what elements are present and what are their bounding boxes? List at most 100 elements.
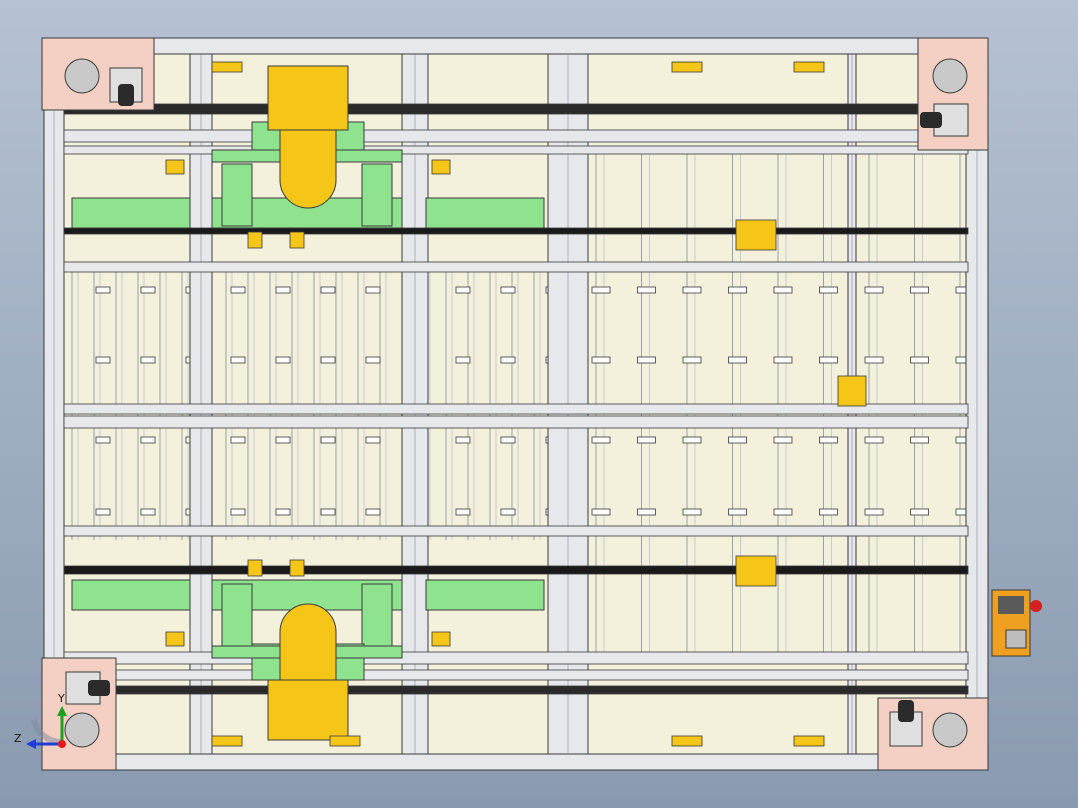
z-axis-label: Z	[14, 732, 22, 745]
roller-bearing	[320, 436, 336, 444]
yellow-block	[793, 61, 825, 73]
roller-bearing	[682, 508, 702, 516]
roller-bearing	[637, 508, 656, 516]
yellow-block	[735, 555, 777, 587]
roller-bearing	[728, 356, 747, 364]
roller-bearing	[500, 508, 516, 516]
horizontal-rail	[63, 651, 969, 665]
roller-bearing	[591, 356, 611, 364]
roller-bearing	[320, 508, 336, 516]
roller-bearing	[819, 436, 838, 444]
roller-bearing	[320, 356, 336, 364]
roller-bearing	[819, 356, 838, 364]
roller-bearing	[773, 356, 793, 364]
roller-bearing	[591, 508, 611, 516]
roller-bearing	[365, 286, 381, 294]
roller-bearing	[95, 436, 111, 444]
roller-bearing	[230, 508, 246, 516]
frame-top-beam	[43, 37, 989, 55]
yellow-block	[671, 61, 703, 73]
roller-bearing	[773, 508, 793, 516]
green-bracket-bar	[71, 579, 191, 611]
yellow-block	[165, 159, 185, 175]
yellow-block	[289, 231, 305, 249]
upper-yellow-carriage	[267, 65, 349, 209]
roller-bearing	[819, 286, 838, 294]
roller-bearing	[682, 356, 702, 364]
horizontal-rail	[63, 129, 969, 143]
yellow-block	[735, 219, 777, 251]
roller-bearing	[728, 436, 747, 444]
roller-bearing	[728, 286, 747, 294]
yellow-block	[165, 631, 185, 647]
roller-bearing	[230, 286, 246, 294]
control-box	[991, 589, 1042, 657]
roller-bearing	[773, 436, 793, 444]
roller-bearing	[275, 436, 291, 444]
yellow-block	[793, 735, 825, 747]
yellow-block	[329, 735, 361, 747]
horizontal-rail	[63, 525, 969, 537]
green-bracket-bar	[425, 579, 545, 611]
roller-bearing	[682, 286, 702, 294]
yellow-block	[431, 631, 451, 647]
roller-bearing	[140, 286, 156, 294]
roller-bearing	[365, 508, 381, 516]
roller-bearing	[455, 508, 471, 516]
roller-bearing	[910, 508, 929, 516]
roller-bearing	[910, 286, 929, 294]
roller-bearing	[910, 436, 929, 444]
lower-yellow-carriage	[267, 603, 349, 741]
y-axis-label: Y	[57, 692, 65, 705]
green-bracket-bar	[425, 197, 545, 229]
roller-bearing	[819, 508, 838, 516]
horizontal-rail	[63, 261, 969, 273]
roller-bearing	[95, 508, 111, 516]
axis-triad: Y Z	[14, 692, 67, 749]
yellow-block	[247, 559, 263, 577]
roller-bearing	[95, 286, 111, 294]
horizontal-rail	[63, 669, 969, 681]
roller-bearing	[500, 436, 516, 444]
roller-bearing	[864, 286, 884, 294]
horizontal-rail	[63, 415, 969, 429]
caster-bottom-right	[877, 697, 989, 771]
horizontal-rail	[63, 685, 969, 695]
green-bracket-plate	[221, 163, 253, 227]
yellow-block	[247, 231, 263, 249]
roller-bearing	[455, 286, 471, 294]
horizontal-rail	[63, 103, 969, 115]
caster-bottom-left	[41, 657, 117, 771]
roller-bearing	[365, 356, 381, 364]
roller-bearing	[275, 508, 291, 516]
caster-top-left	[41, 37, 155, 111]
yellow-block	[671, 735, 703, 747]
horizontal-rails	[63, 103, 969, 695]
horizontal-rail	[63, 227, 969, 235]
roller-bearing	[637, 286, 656, 294]
yellow-block	[837, 375, 867, 407]
roller-bearing	[320, 286, 336, 294]
yellow-block	[289, 559, 305, 577]
green-bracket-plate	[361, 583, 393, 647]
roller-bearing	[773, 286, 793, 294]
axis-origin-icon	[58, 740, 66, 748]
roller-bearing	[637, 356, 656, 364]
roller-bearing	[140, 508, 156, 516]
roller-bearing	[864, 356, 884, 364]
yellow-block	[431, 159, 451, 175]
green-bracket-plate	[221, 583, 253, 647]
roller-bearing	[230, 436, 246, 444]
roller-bearing	[637, 436, 656, 444]
frame-bottom-beam	[43, 753, 989, 771]
roller-bearing	[864, 436, 884, 444]
roller-bearing	[864, 508, 884, 516]
green-bracket-bar	[71, 197, 191, 229]
roller-bearing	[140, 436, 156, 444]
emergency-stop-icon	[1030, 600, 1042, 612]
horizontal-rail	[63, 145, 969, 155]
caster-top-right	[917, 37, 989, 151]
roller-bearing	[275, 356, 291, 364]
roller-bearing	[500, 356, 516, 364]
